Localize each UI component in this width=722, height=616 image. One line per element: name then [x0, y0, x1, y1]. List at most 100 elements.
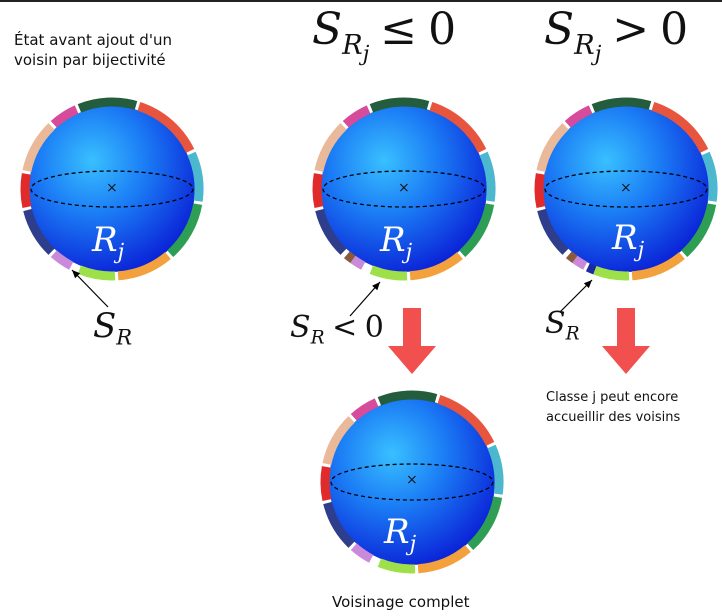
pointer-sr-left-head	[72, 270, 81, 279]
ring-segment	[437, 395, 495, 446]
ring-segment	[409, 252, 463, 281]
equator-ellipse	[544, 170, 708, 208]
center-mark-bottom: ×	[406, 472, 418, 488]
label-sr-right-sub: R	[565, 323, 580, 345]
ring-segment	[536, 123, 569, 172]
heading-srj-le-zero: SRj≤0	[312, 4, 456, 66]
ring-segment	[417, 545, 471, 574]
ring-segment-added	[371, 265, 382, 277]
heading-left-symbol: S	[312, 4, 343, 55]
label-sr-left: SR	[93, 306, 132, 349]
sphere-bottom-symbol: R	[384, 512, 410, 552]
caption-before-state: État avant ajout d'un voisin par bijecti…	[14, 30, 172, 70]
sphere-body	[29, 106, 195, 272]
ring-segment	[467, 496, 503, 551]
heading-right-symbol: S	[544, 4, 575, 55]
center-mark-left: ×	[106, 180, 118, 196]
sphere-left-symbol: R	[92, 220, 118, 260]
equator-ellipse	[330, 463, 494, 501]
ring-segment	[701, 151, 718, 202]
ring-segment	[23, 208, 55, 255]
ring-segment	[369, 265, 408, 281]
sphere-bottom	[320, 390, 504, 574]
sphere-label-right: Rj	[612, 218, 644, 261]
caption-class-can-accept: Classe j peut encore accueillir des vois…	[546, 388, 680, 428]
heading-right-operator: >	[612, 4, 650, 55]
ring-segment	[479, 151, 496, 202]
sphere-right	[534, 97, 718, 281]
sphere-label-middle: Rj	[380, 220, 412, 263]
caption-before-line1: État avant ajout d'un	[14, 31, 172, 49]
ring-segment	[323, 501, 355, 548]
ring-segment-added	[565, 251, 578, 264]
ring-segment-added	[343, 251, 356, 264]
sphere-body	[329, 399, 495, 565]
caption-class-line1: Classe j peut encore	[546, 390, 679, 405]
ring-segment	[377, 558, 416, 574]
sphere-middle-symbol: R	[380, 220, 406, 260]
ring-segment	[350, 543, 374, 563]
heading-right-subsub: j	[594, 40, 602, 66]
label-sr-left-sub: R	[116, 324, 133, 350]
ring-segment	[167, 203, 203, 258]
ring-segment	[117, 252, 171, 281]
pointer-sr-left	[71, 269, 109, 308]
ring-segment	[77, 97, 138, 113]
label-sr-middle-operator: <	[332, 310, 358, 345]
ring-segment	[50, 250, 74, 270]
ring-segment	[314, 123, 347, 172]
sphere-label-bottom: Rj	[384, 512, 416, 555]
red-arrow-right	[602, 308, 650, 374]
ring-segment	[77, 265, 116, 281]
sphere-left	[20, 97, 204, 281]
top-border-line	[0, 0, 722, 2]
label-sr-middle-value: 0	[364, 310, 384, 345]
caption-complete-neighborhood: Voisinage complet	[332, 593, 470, 611]
ring-segment	[342, 105, 371, 128]
label-sr-right: SR	[545, 306, 580, 345]
label-sr-lt-zero: SR<0	[290, 310, 384, 349]
sphere-middle	[312, 97, 496, 281]
ring-segment	[681, 203, 717, 258]
heading-srj-gt-zero: SRj>0	[544, 4, 688, 66]
ring-segment	[651, 102, 709, 153]
ring-segment	[320, 466, 332, 502]
ring-segment	[322, 416, 355, 465]
ring-segment	[429, 102, 487, 153]
ring-segment	[537, 208, 569, 255]
sphere-body	[321, 106, 487, 272]
pointer-sr-right-head	[583, 280, 592, 289]
ring-segment	[350, 398, 379, 421]
ring-segment	[572, 255, 588, 270]
heading-left-subsub: j	[362, 40, 370, 66]
ring-segment	[312, 173, 324, 209]
label-sr-right-symbol: S	[545, 306, 566, 341]
sphere-left-sub: j	[117, 238, 125, 264]
sphere-middle-sub: j	[405, 238, 413, 264]
ring-segment	[20, 173, 32, 209]
heading-right-sub: R	[574, 29, 595, 61]
heading-left-sub: R	[342, 29, 363, 61]
ring-segment	[350, 255, 366, 270]
caption-class-line2: accueillir des voisins	[546, 410, 681, 425]
label-sr-left-symbol: S	[93, 306, 117, 346]
pointer-sr-middle-head	[372, 282, 380, 291]
sphere-right-symbol: R	[612, 218, 638, 258]
caption-before-line2: voisin par bijectivité	[14, 51, 166, 69]
ring-segment	[50, 105, 79, 128]
ring-segment	[459, 203, 495, 258]
center-mark-right: ×	[620, 180, 632, 196]
sphere-label-left: Rj	[92, 220, 124, 263]
ring-segment	[22, 123, 55, 172]
sphere-body	[543, 106, 709, 272]
ring-segment	[315, 208, 347, 255]
red-arrow-middle	[388, 308, 436, 374]
ring-segment	[487, 444, 504, 495]
ring-segment	[631, 252, 685, 281]
sphere-bottom-sub: j	[409, 530, 417, 556]
ring-segment	[534, 173, 546, 209]
center-mark-middle: ×	[398, 180, 410, 196]
ring-segment	[137, 102, 195, 153]
ring-segment-gap	[585, 263, 597, 275]
